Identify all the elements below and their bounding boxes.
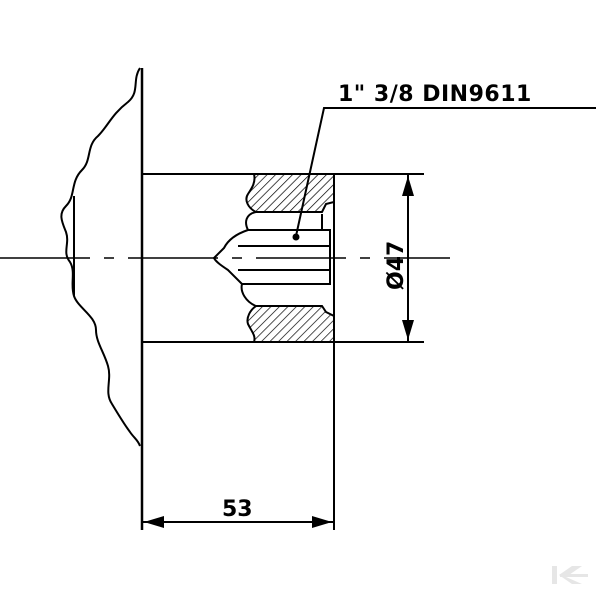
length-arrow-right bbox=[312, 516, 332, 528]
break-line bbox=[60, 67, 141, 447]
length-dimension: 53 bbox=[222, 497, 253, 522]
spline-section-top bbox=[245, 173, 335, 213]
length-arrow-left bbox=[144, 516, 164, 528]
diameter-arrow-top bbox=[402, 176, 414, 196]
spline-section-bottom bbox=[246, 305, 335, 343]
spline-profile bbox=[212, 211, 331, 307]
diameter-dimension: Ø47 bbox=[384, 241, 409, 290]
spec-leader-dot bbox=[292, 233, 300, 241]
diameter-arrow-bottom bbox=[402, 320, 414, 340]
spec-label: 1" 3/8 DIN9611 bbox=[338, 82, 532, 107]
k-logo-icon bbox=[552, 566, 588, 584]
spec-leader-line bbox=[295, 107, 596, 237]
